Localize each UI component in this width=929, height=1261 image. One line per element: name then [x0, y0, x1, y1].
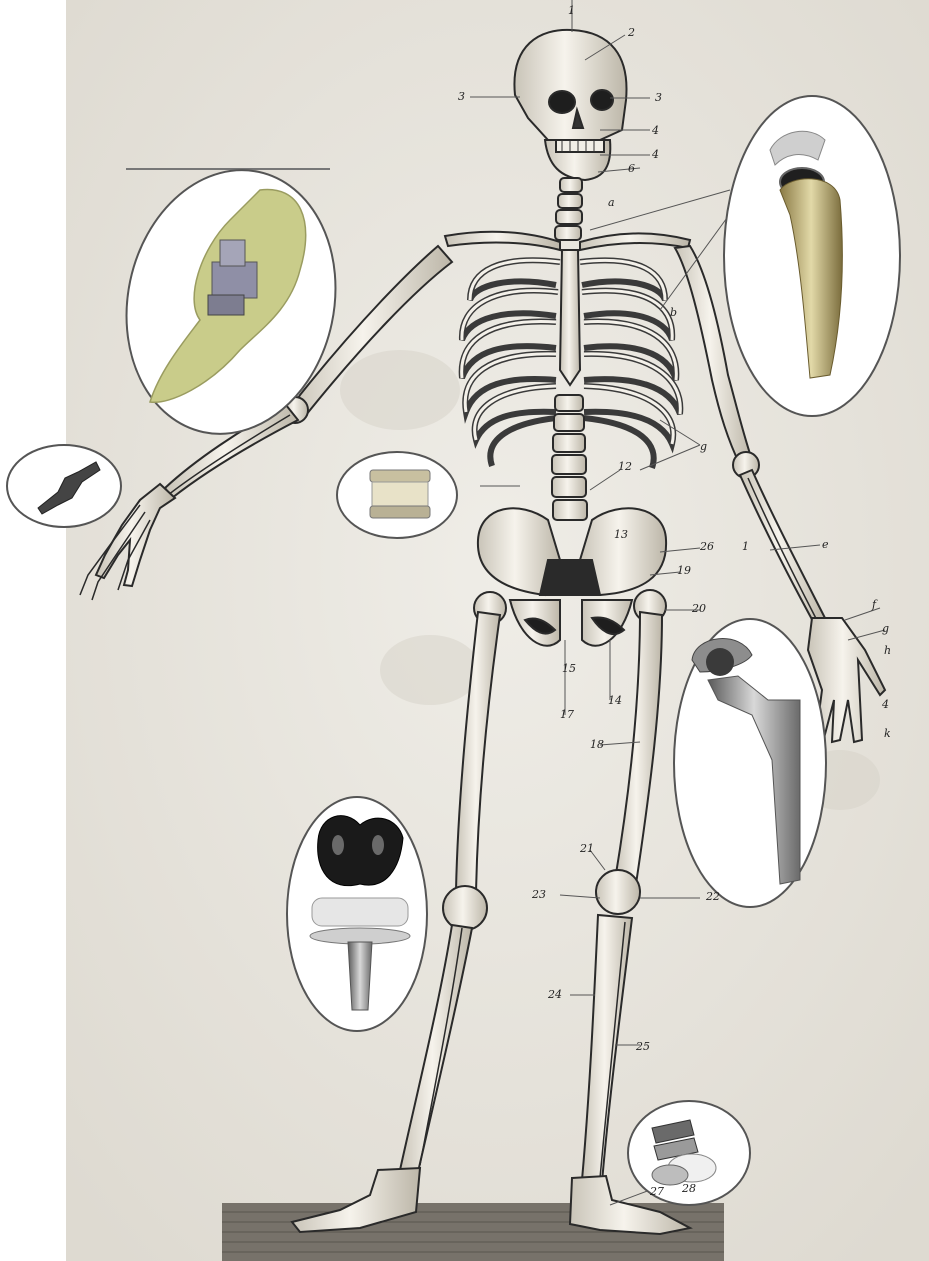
callout-label: b	[670, 306, 677, 319]
callout-label: 12	[618, 460, 632, 473]
callout-label: g	[700, 440, 707, 453]
callout-label: e	[822, 538, 829, 551]
callout-label: 18	[590, 738, 604, 751]
callout-label: 4	[651, 124, 659, 137]
paper-stain	[340, 350, 460, 430]
shoulder-implant-callout	[724, 96, 900, 416]
callout-label: 15	[562, 662, 576, 675]
knee-implant-callout	[287, 797, 427, 1031]
callout-label: 28	[681, 1182, 696, 1195]
callout-label: 4	[881, 698, 889, 711]
callout-label: 21	[579, 842, 594, 855]
callout-label: 23	[531, 888, 546, 901]
sternum	[560, 250, 580, 385]
callout-label: 1	[568, 4, 575, 17]
paper-stain	[380, 635, 480, 705]
callout-label: 22	[705, 890, 720, 903]
callout-label: 20	[691, 602, 706, 615]
spinal-disc-callout	[337, 452, 457, 538]
callout-label: 2	[627, 26, 635, 39]
hip-implant-callout	[674, 619, 826, 907]
callout-label: g	[882, 622, 889, 635]
callout-label: 17	[560, 708, 574, 721]
callout-label: 19	[677, 564, 691, 577]
callout-label: 6	[628, 162, 635, 175]
callout-label: a	[608, 196, 615, 209]
callout-label: 4	[651, 148, 659, 161]
callout-label: 25	[635, 1040, 650, 1053]
callout-label: h	[884, 644, 891, 657]
lumbar-spine	[552, 395, 587, 520]
callout-label: 13	[614, 528, 628, 541]
callout-label: 24	[547, 988, 562, 1001]
callout-label: 3	[655, 91, 662, 104]
finger-implant-callout	[7, 445, 121, 527]
spinal-disc-implant	[370, 470, 430, 518]
callout-label: k	[884, 727, 891, 740]
callout-label: 1	[742, 540, 749, 553]
callout-label: 27	[649, 1185, 664, 1198]
callout-label: 3	[458, 90, 465, 103]
callout-label: 14	[608, 694, 622, 707]
callout-label: 26	[699, 540, 714, 553]
